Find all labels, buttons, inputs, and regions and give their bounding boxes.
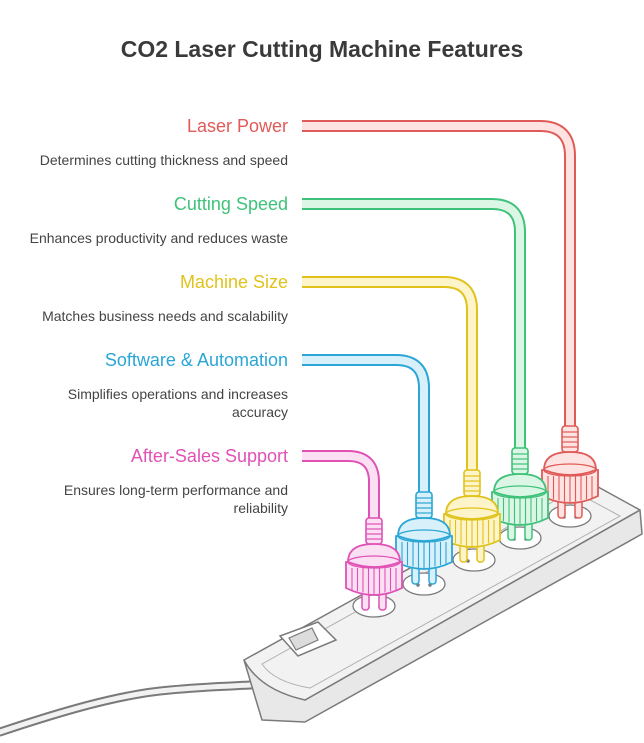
socket-4 — [498, 526, 542, 550]
plug-rim-cutting-speed — [493, 485, 547, 499]
cable-outline-software-automation — [302, 354, 430, 496]
cable-after-sales-support — [302, 452, 378, 522]
cable-outline-machine-size — [302, 276, 478, 474]
cable-laser-power — [302, 122, 574, 430]
socket-1 — [352, 594, 396, 618]
strain-relief-software-automation — [415, 491, 433, 519]
feature-desc-laser-power: Determines cutting thickness and speed — [39, 152, 288, 168]
strain-relief-cutting-speed — [511, 447, 529, 475]
cable-software-automation — [302, 356, 428, 496]
strain-relief-machine-size — [463, 469, 481, 497]
plug-rim-software-automation — [397, 529, 451, 543]
plug-rim-machine-size — [445, 507, 499, 521]
strain-relief-laser-power — [561, 425, 579, 453]
socket-5 — [548, 504, 592, 528]
cable-outline-cutting-speed — [302, 198, 526, 452]
plug-rim-after-sales-support — [347, 555, 401, 569]
plug-group-software-automation — [302, 354, 453, 585]
plug-rim-laser-power — [543, 463, 597, 477]
power-cord-outline — [0, 679, 273, 737]
strain-relief-after-sales-support — [365, 517, 383, 545]
feature-desc-cutting-speed: Enhances productivity and reduces waste — [29, 230, 288, 246]
plug-group-cutting-speed — [302, 198, 549, 541]
power-switch-rocker — [288, 627, 319, 651]
feature-title-machine-size: Machine Size — [179, 272, 288, 292]
feature-desc-machine-size: Matches business needs and scalability — [42, 308, 288, 324]
plug-group-machine-size — [302, 276, 501, 563]
plug-group-laser-power — [302, 120, 599, 519]
plug-group-after-sales-support — [302, 450, 403, 611]
feature-title-cutting-speed: Cutting Speed — [173, 194, 288, 214]
feature-desc-software-automation: Simplifies operations and increases accu… — [67, 386, 288, 420]
feature-title-laser-power: Laser Power — [186, 116, 288, 136]
socket-2 — [402, 572, 446, 596]
cable-outline-after-sales-support — [302, 450, 380, 522]
feature-desc-after-sales-support: Ensures long-term performance and reliab… — [63, 482, 288, 516]
cable-cutting-speed — [302, 200, 524, 452]
feature-title-after-sales-support: After-Sales Support — [130, 446, 288, 466]
feature-title-software-automation: Software & Automation — [104, 350, 288, 370]
power-cord — [0, 681, 271, 735]
diagram-title: CO2 Laser Cutting Machine Features — [120, 36, 524, 62]
cable-machine-size — [302, 278, 476, 474]
